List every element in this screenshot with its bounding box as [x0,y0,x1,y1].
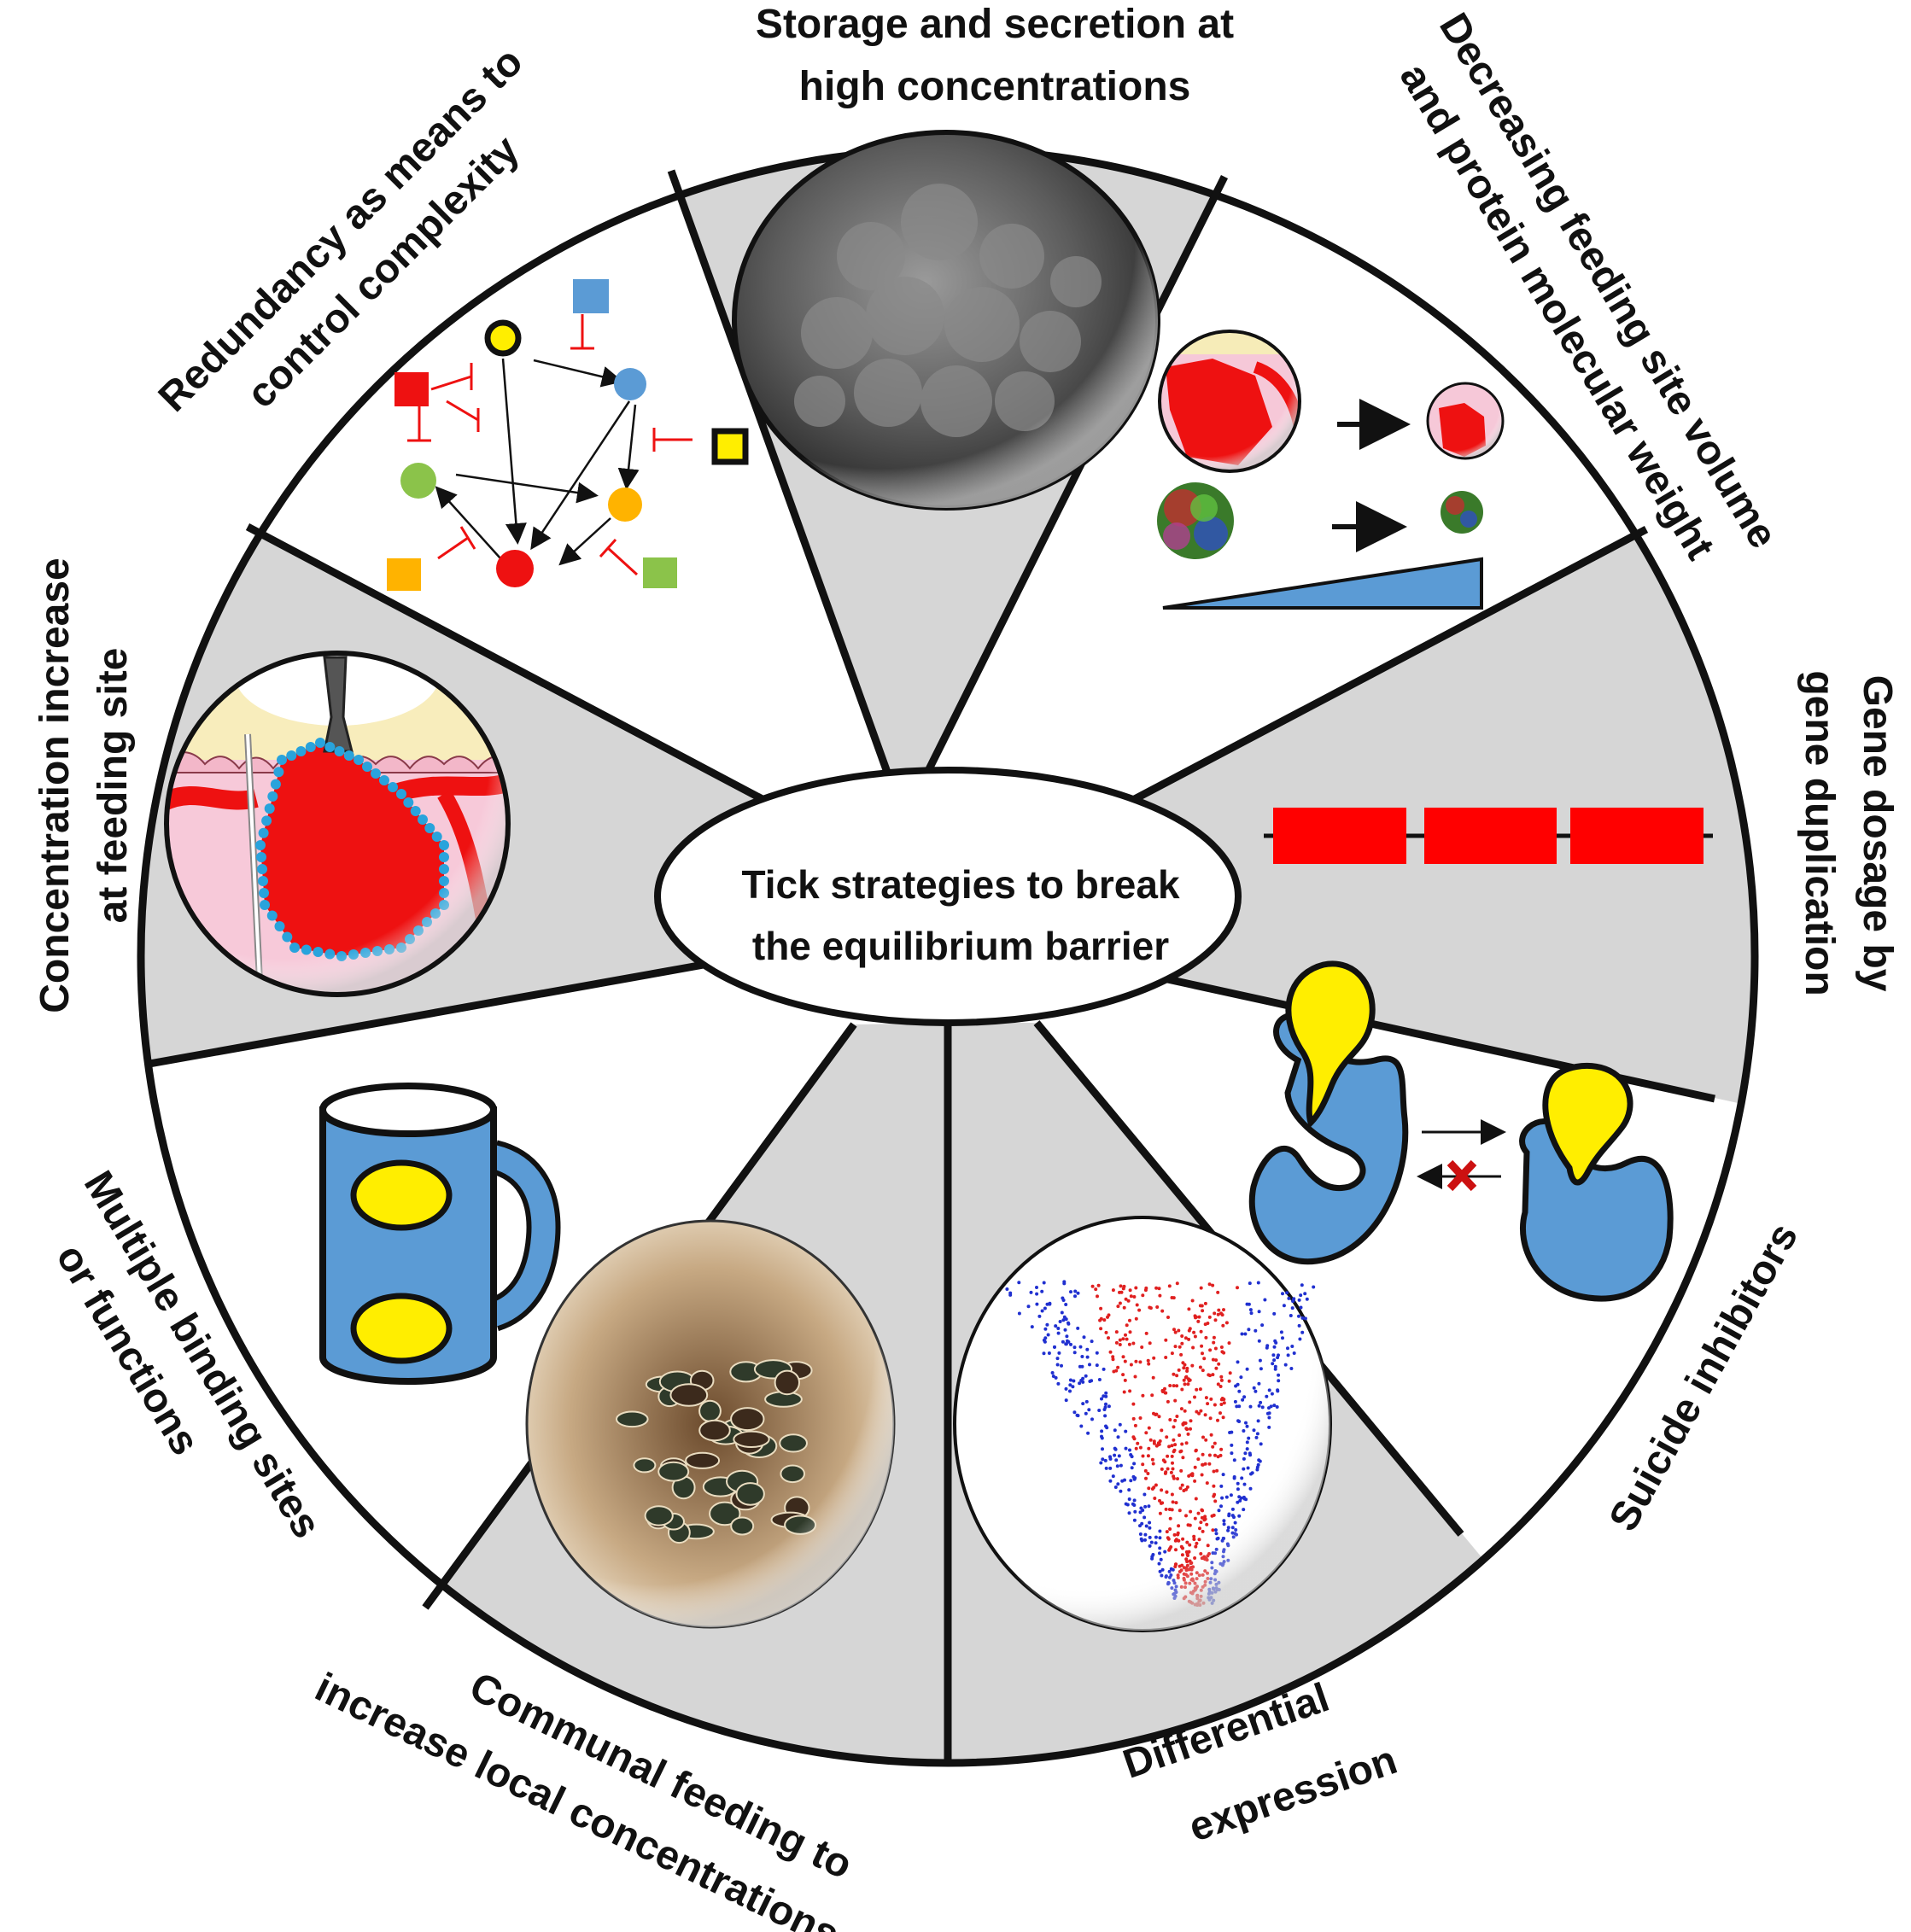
label-gene-dosage-line2: gene duplication [1797,670,1842,995]
volcano-point [1299,1305,1303,1310]
micrograph-icon [732,130,1160,511]
label-concentration-line2: at feeding site [91,648,136,924]
volcano-point [1299,1293,1303,1298]
wheel-spoke [1113,526,1649,813]
wheel-spoke [245,523,805,824]
volcano-point [1303,1292,1307,1296]
label-concentration-line1: Concentration increase [32,557,78,1013]
volcano-point [1312,1285,1316,1289]
volcano-plot-icon [953,1216,1332,1632]
label-gene-dosage: Gene dosage by gene duplication [1797,670,1900,995]
label-redundancy-line1: Redundancy as means to [150,39,532,421]
volcano-point [1292,1297,1296,1301]
label-decreasing-line1: Decreasing feeding site volume [1430,6,1785,557]
label-storage-line1: Storage and secretion at [756,2,1234,47]
label-storage: Storage and secretion at high concentrat… [756,2,1234,109]
volcano-point [1305,1297,1309,1301]
volcano-point [1303,1316,1307,1321]
label-multiple: Multiple binding sites or functions [47,1164,330,1546]
center-hub: Tick strategies to break the equilibrium… [654,767,1242,1026]
label-decreasing: Decreasing feeding site volume and prote… [1391,6,1786,568]
network-icon [387,279,749,591]
gene-copies-icon [1264,808,1713,864]
enzyme-inhibitor-icon [1248,960,1674,1302]
volcano-point [1297,1298,1301,1302]
wheel-spoke [914,174,1229,794]
center-title-line1: Tick strategies to break [741,862,1179,907]
tick-cluster-icon [525,1219,896,1629]
center-title-line2: the equilibrium barrier [752,924,1169,968]
label-storage-line2: high concentrations [799,64,1191,109]
label-concentration: Concentration increase at feeding site [32,557,136,1013]
label-decreasing-line2: and protein molecular weight [1391,56,1723,568]
label-gene-dosage-line1: Gene dosage by [1855,675,1900,992]
wheel-spokes [149,169,1715,1763]
shrink-arrow-icon [1157,330,1505,610]
wheel-spoke [149,960,704,1068]
feeding-site-icon [164,651,511,997]
volcano-point [1300,1283,1304,1287]
mug-icon [319,1083,561,1385]
wheel-spoke [667,169,897,791]
